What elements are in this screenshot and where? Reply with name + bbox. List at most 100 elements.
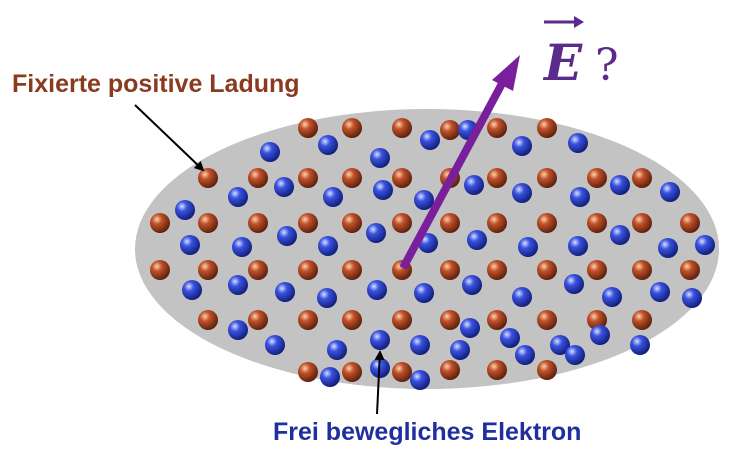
electron-sphere <box>232 237 252 257</box>
positive-charge-sphere <box>392 168 412 188</box>
electron-sphere <box>610 175 630 195</box>
charge-particles <box>150 118 715 390</box>
positive-charge-sphere <box>632 213 652 233</box>
positive-charge-sphere <box>537 260 557 280</box>
positive-charge-sphere <box>632 310 652 330</box>
positive-charge-sphere <box>150 213 170 233</box>
positive-charge-sphere <box>198 213 218 233</box>
positive-charge-sphere <box>440 213 460 233</box>
electron-sphere <box>590 325 610 345</box>
positive-charge-sphere <box>537 118 557 138</box>
positive-charge-sphere <box>248 213 268 233</box>
electron-sphere <box>565 345 585 365</box>
field-symbol: E <box>542 33 583 92</box>
positive-charge-sphere <box>392 118 412 138</box>
electron-sphere <box>512 136 532 156</box>
positive-charge-sphere <box>198 310 218 330</box>
electron-sphere <box>180 235 200 255</box>
positive-charge-sphere <box>537 360 557 380</box>
electron-sphere <box>373 180 393 200</box>
field-question-mark: ? <box>595 40 619 91</box>
positive-charge-sphere <box>392 310 412 330</box>
field-arrow <box>399 55 520 270</box>
electron-sphere <box>327 340 347 360</box>
electron-sphere <box>610 225 630 245</box>
electron-sphere <box>550 335 570 355</box>
positive-charge-sphere <box>248 168 268 188</box>
electron-sphere <box>265 335 285 355</box>
electron-sphere <box>420 130 440 150</box>
positive-charge-sphere <box>342 310 362 330</box>
electron-sphere <box>450 340 470 360</box>
electron-sphere <box>460 318 480 338</box>
positive-charge-sphere <box>537 213 557 233</box>
positive-charge-sphere <box>198 260 218 280</box>
positive-charge-sphere <box>587 260 607 280</box>
electron-sphere <box>682 288 702 308</box>
fixed-charge-pointer <box>134 104 205 172</box>
positive-charge-sphere <box>440 120 460 140</box>
electron-sphere <box>695 235 715 255</box>
electron-sphere <box>318 236 338 256</box>
electron-sphere <box>275 282 295 302</box>
positive-charge-sphere <box>537 168 557 188</box>
positive-charge-sphere <box>440 260 460 280</box>
electron-sphere <box>323 187 343 207</box>
electron-sphere <box>175 200 195 220</box>
electron-sphere <box>318 135 338 155</box>
positive-charge-sphere <box>487 260 507 280</box>
positive-charge-sphere <box>342 362 362 382</box>
electron-sphere <box>512 287 532 307</box>
electron-sphere <box>570 187 590 207</box>
positive-charge-sphere <box>487 213 507 233</box>
electron-sphere <box>274 177 294 197</box>
positive-charge-sphere <box>198 168 218 188</box>
free-electron-pointer <box>374 350 385 415</box>
electron-sphere <box>650 282 670 302</box>
positive-charge-sphere <box>342 260 362 280</box>
positive-charge-sphere <box>248 260 268 280</box>
electron-sphere <box>182 280 202 300</box>
electron-sphere <box>414 190 434 210</box>
electron-sphere <box>370 148 390 168</box>
positive-charge-sphere <box>487 168 507 188</box>
positive-charge-sphere <box>537 310 557 330</box>
electron-sphere <box>277 226 297 246</box>
positive-charge-sphere <box>342 213 362 233</box>
positive-charge-sphere <box>440 310 460 330</box>
positive-charge-sphere <box>587 310 607 330</box>
electron-sphere <box>568 236 588 256</box>
field-label: E ? <box>542 16 619 92</box>
positive-charge-sphere <box>298 168 318 188</box>
electron-sphere <box>512 183 532 203</box>
electron-sphere <box>320 367 340 387</box>
electron-sphere <box>467 230 487 250</box>
electron-sphere <box>500 328 520 348</box>
electron-sphere <box>518 237 538 257</box>
electron-sphere <box>317 288 337 308</box>
positive-charge-sphere <box>298 213 318 233</box>
positive-charge-sphere <box>587 168 607 188</box>
positive-charge-sphere <box>342 118 362 138</box>
electron-sphere <box>367 280 387 300</box>
electron-sphere <box>660 182 680 202</box>
electron-sphere <box>602 287 622 307</box>
electron-sphere <box>515 345 535 365</box>
electron-sphere <box>630 335 650 355</box>
positive-charge-sphere <box>587 213 607 233</box>
positive-charge-sphere <box>392 362 412 382</box>
positive-charge-sphere <box>392 213 412 233</box>
positive-charge-sphere <box>298 310 318 330</box>
positive-charge-sphere <box>487 360 507 380</box>
electron-sphere <box>414 283 434 303</box>
positive-charge-sphere <box>248 310 268 330</box>
positive-charge-sphere <box>632 260 652 280</box>
electron-sphere <box>370 330 390 350</box>
positive-charge-sphere <box>487 310 507 330</box>
electron-sphere <box>564 274 584 294</box>
positive-charge-sphere <box>487 118 507 138</box>
electron-sphere <box>366 223 386 243</box>
electron-sphere <box>658 238 678 258</box>
positive-charge-sphere <box>632 168 652 188</box>
